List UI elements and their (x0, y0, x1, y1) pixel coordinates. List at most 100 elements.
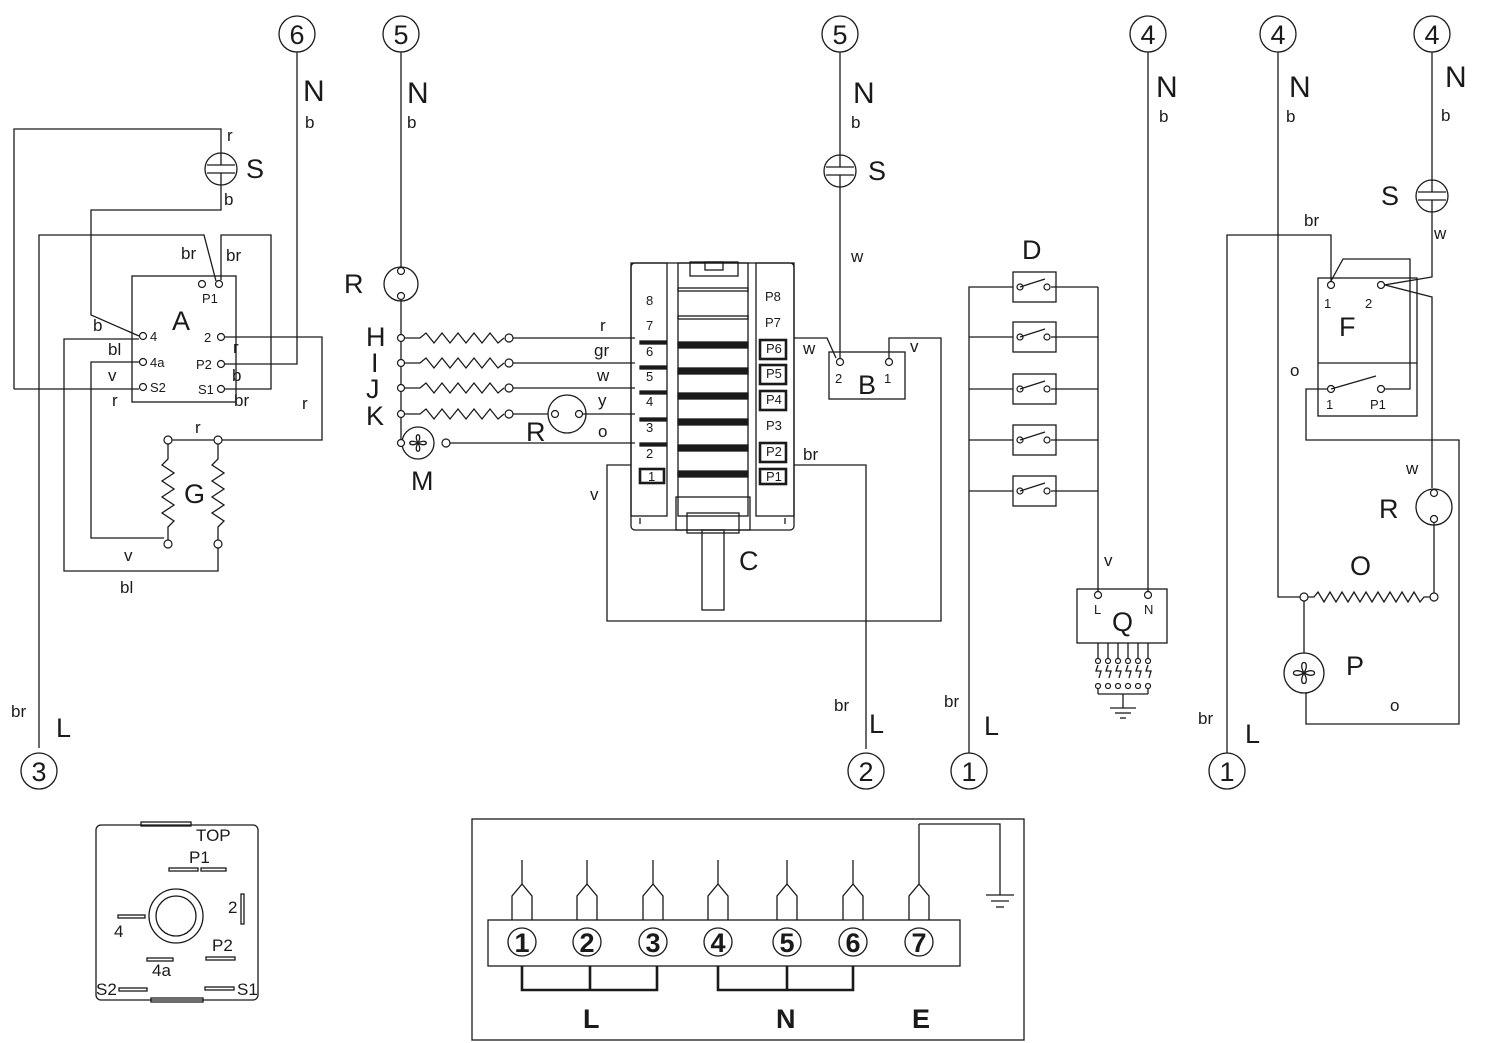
svg-text:P1: P1 (189, 848, 210, 867)
svg-text:1: 1 (648, 469, 655, 484)
connector-4a-label: 4 (1140, 20, 1155, 50)
svg-text:2: 2 (204, 330, 211, 345)
svg-text:J: J (366, 374, 380, 404)
svg-text:8: 8 (646, 293, 653, 308)
g-label: G (184, 479, 205, 509)
svg-text:S2: S2 (96, 980, 117, 999)
connector-1b-label: 1 (1219, 757, 1234, 787)
svg-text:1: 1 (1324, 296, 1331, 311)
svg-text:3: 3 (646, 420, 653, 435)
svg-text:v: v (124, 546, 133, 565)
svg-text:4a: 4a (150, 355, 165, 370)
a-label: A (172, 306, 190, 336)
svg-text:o: o (598, 422, 607, 441)
svg-text:4: 4 (710, 928, 725, 958)
svg-text:R: R (1379, 494, 1399, 524)
svg-text:1: 1 (514, 928, 529, 958)
svg-text:S2: S2 (150, 380, 166, 395)
element-k: y R (396, 391, 635, 447)
svg-text:R: R (526, 417, 546, 447)
svg-text:2: 2 (835, 371, 842, 386)
svg-text:r: r (227, 126, 233, 145)
connector-5a-label: 5 (393, 20, 408, 50)
svg-text:y: y (598, 391, 607, 410)
svg-text:L: L (1094, 602, 1101, 617)
svg-text:7: 7 (646, 318, 653, 333)
connector-4c-label: 4 (1424, 20, 1439, 50)
circuit-6-switch-A: 6 N b r b S A P1 4 4a S2 2 P2 S1 br br b… (11, 15, 325, 790)
circuit-5-thermostat-B: 5 N b S w 2 1 B v 2 br L (821, 15, 919, 790)
element-j: w (396, 366, 635, 395)
svg-text:br: br (834, 696, 849, 715)
bridge-n-label: N (776, 1004, 796, 1034)
svg-text:br: br (11, 702, 26, 721)
svg-text:bl: bl (108, 340, 121, 359)
svg-text:2: 2 (646, 446, 653, 461)
svg-text:b: b (93, 316, 102, 335)
svg-text:6: 6 (646, 344, 653, 359)
svg-text:o: o (1290, 361, 1299, 380)
svg-text:v: v (590, 485, 599, 504)
svg-text:N: N (853, 77, 875, 110)
bridge-l-label: L (583, 1004, 600, 1034)
connector-6-label: 6 (289, 20, 304, 50)
svg-text:P: P (1346, 651, 1364, 681)
svg-text:b: b (224, 190, 233, 209)
svg-text:w: w (802, 339, 816, 358)
svg-text:S: S (868, 156, 886, 186)
svg-text:M: M (411, 466, 434, 496)
svg-text:S1: S1 (198, 382, 214, 397)
svg-text:O: O (1350, 551, 1371, 581)
svg-text:TOP: TOP (196, 826, 231, 845)
svg-text:1: 1 (1326, 397, 1333, 412)
terminal-plugs (511, 823, 1014, 920)
svg-text:br: br (226, 246, 241, 265)
svg-text:I: I (371, 348, 379, 378)
selector-cams (677, 287, 749, 478)
svg-text:br: br (944, 692, 959, 711)
svg-text:L: L (869, 709, 884, 739)
element-i: gr (396, 341, 635, 370)
thermostat-b (828, 351, 906, 400)
terminal-positions: 1 2 3 4 5 6 7 (507, 927, 934, 958)
selector-left-contacts: 8 7 6 5 4 3 2 1 (638, 293, 667, 485)
connector-3-label: 3 (31, 757, 46, 787)
svg-text:N: N (1156, 71, 1178, 104)
circuit-4-fan-F: 4 N b 4 N b S w 1 2 F 1 P1 br o w (1198, 15, 1467, 790)
svg-text:L: L (1245, 719, 1260, 749)
fan-motor-p (1283, 652, 1325, 694)
svg-text:v: v (910, 337, 919, 356)
svg-text:r: r (112, 391, 118, 410)
svg-text:P4: P4 (766, 392, 782, 407)
svg-text:K: K (366, 401, 384, 431)
svg-text:P6: P6 (766, 341, 782, 356)
d-label: D (1022, 235, 1042, 265)
svg-text:bl: bl (120, 578, 133, 597)
spark-outputs (1094, 643, 1152, 719)
svg-text:P3: P3 (766, 418, 782, 433)
svg-text:6: 6 (845, 928, 860, 958)
svg-text:H: H (366, 322, 386, 352)
svg-text:br: br (181, 244, 196, 263)
svg-text:N: N (1445, 61, 1467, 94)
svg-text:r: r (302, 394, 308, 413)
svg-text:2: 2 (228, 898, 237, 917)
svg-text:5: 5 (646, 369, 653, 384)
svg-text:P2: P2 (196, 357, 212, 372)
svg-text:b: b (1159, 107, 1168, 126)
svg-text:br: br (1198, 709, 1213, 728)
circuit-5-selector-C: 5 N b R H I J K r gr (344, 15, 942, 749)
svg-text:br: br (1304, 211, 1319, 230)
element-h: r (396, 316, 635, 345)
svg-text:P1: P1 (1370, 397, 1386, 412)
svg-text:P8: P8 (765, 289, 781, 304)
svg-text:4: 4 (114, 922, 123, 941)
svg-text:B: B (858, 370, 876, 400)
svg-text:r: r (195, 418, 201, 437)
svg-text:2: 2 (579, 928, 594, 958)
svg-text:3: 3 (645, 928, 660, 958)
svg-text:Q: Q (1112, 607, 1133, 637)
n-label: N (303, 75, 325, 108)
svg-text:N: N (1144, 602, 1153, 617)
s-label: S (246, 154, 264, 184)
